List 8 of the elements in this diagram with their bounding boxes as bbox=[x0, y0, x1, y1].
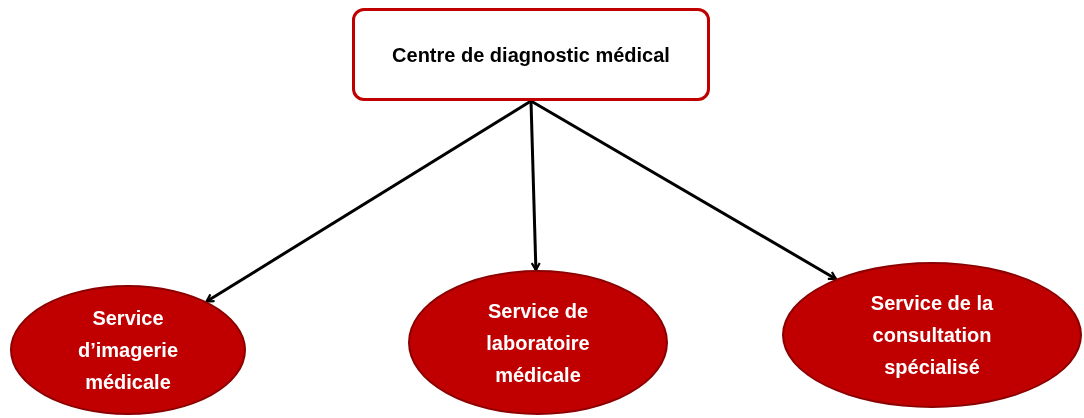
node-label: Service de la consultation spécialisé bbox=[869, 291, 995, 380]
node-label: Service d’imagerie médicale bbox=[76, 306, 179, 395]
arrow bbox=[530, 99, 838, 281]
arrow bbox=[205, 99, 532, 303]
centre-box bbox=[352, 8, 710, 101]
arrow bbox=[529, 100, 541, 272]
node-label: Centre de diagnostic médical bbox=[392, 42, 670, 68]
node-label: Service de laboratoire médicale bbox=[485, 298, 591, 388]
